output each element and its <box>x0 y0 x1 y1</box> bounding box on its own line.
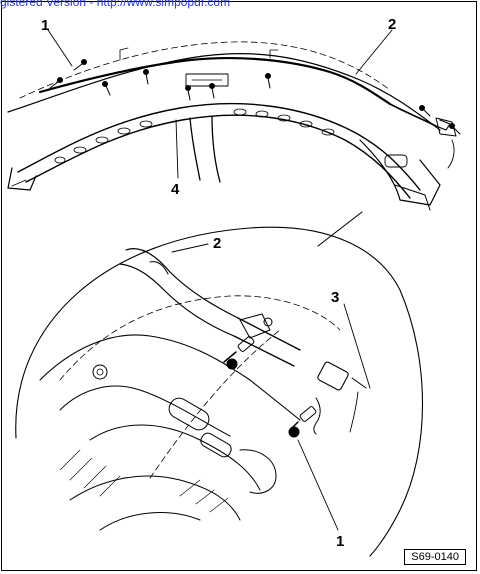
figure-id-label: S69-0140 <box>404 549 466 565</box>
callout-2-detail-airbag: 2 <box>213 235 222 252</box>
top-leader-lines <box>47 29 393 179</box>
watermark-text: gistered Version - http://www.simpopdf.c… <box>0 0 231 9</box>
detail-view <box>39 248 367 531</box>
callout-1-screw: 1 <box>41 17 50 34</box>
detail-leader-lines <box>171 243 371 531</box>
detail-screws <box>223 336 317 438</box>
callout-1-detail-screw: 1 <box>336 533 345 550</box>
detail-magnifier <box>15 211 424 557</box>
callout-4-clip: 4 <box>171 181 180 198</box>
callout-3-detail-connector: 3 <box>331 289 340 306</box>
roof-frame-overview <box>7 41 461 211</box>
callout-2-airbag: 2 <box>388 16 397 33</box>
